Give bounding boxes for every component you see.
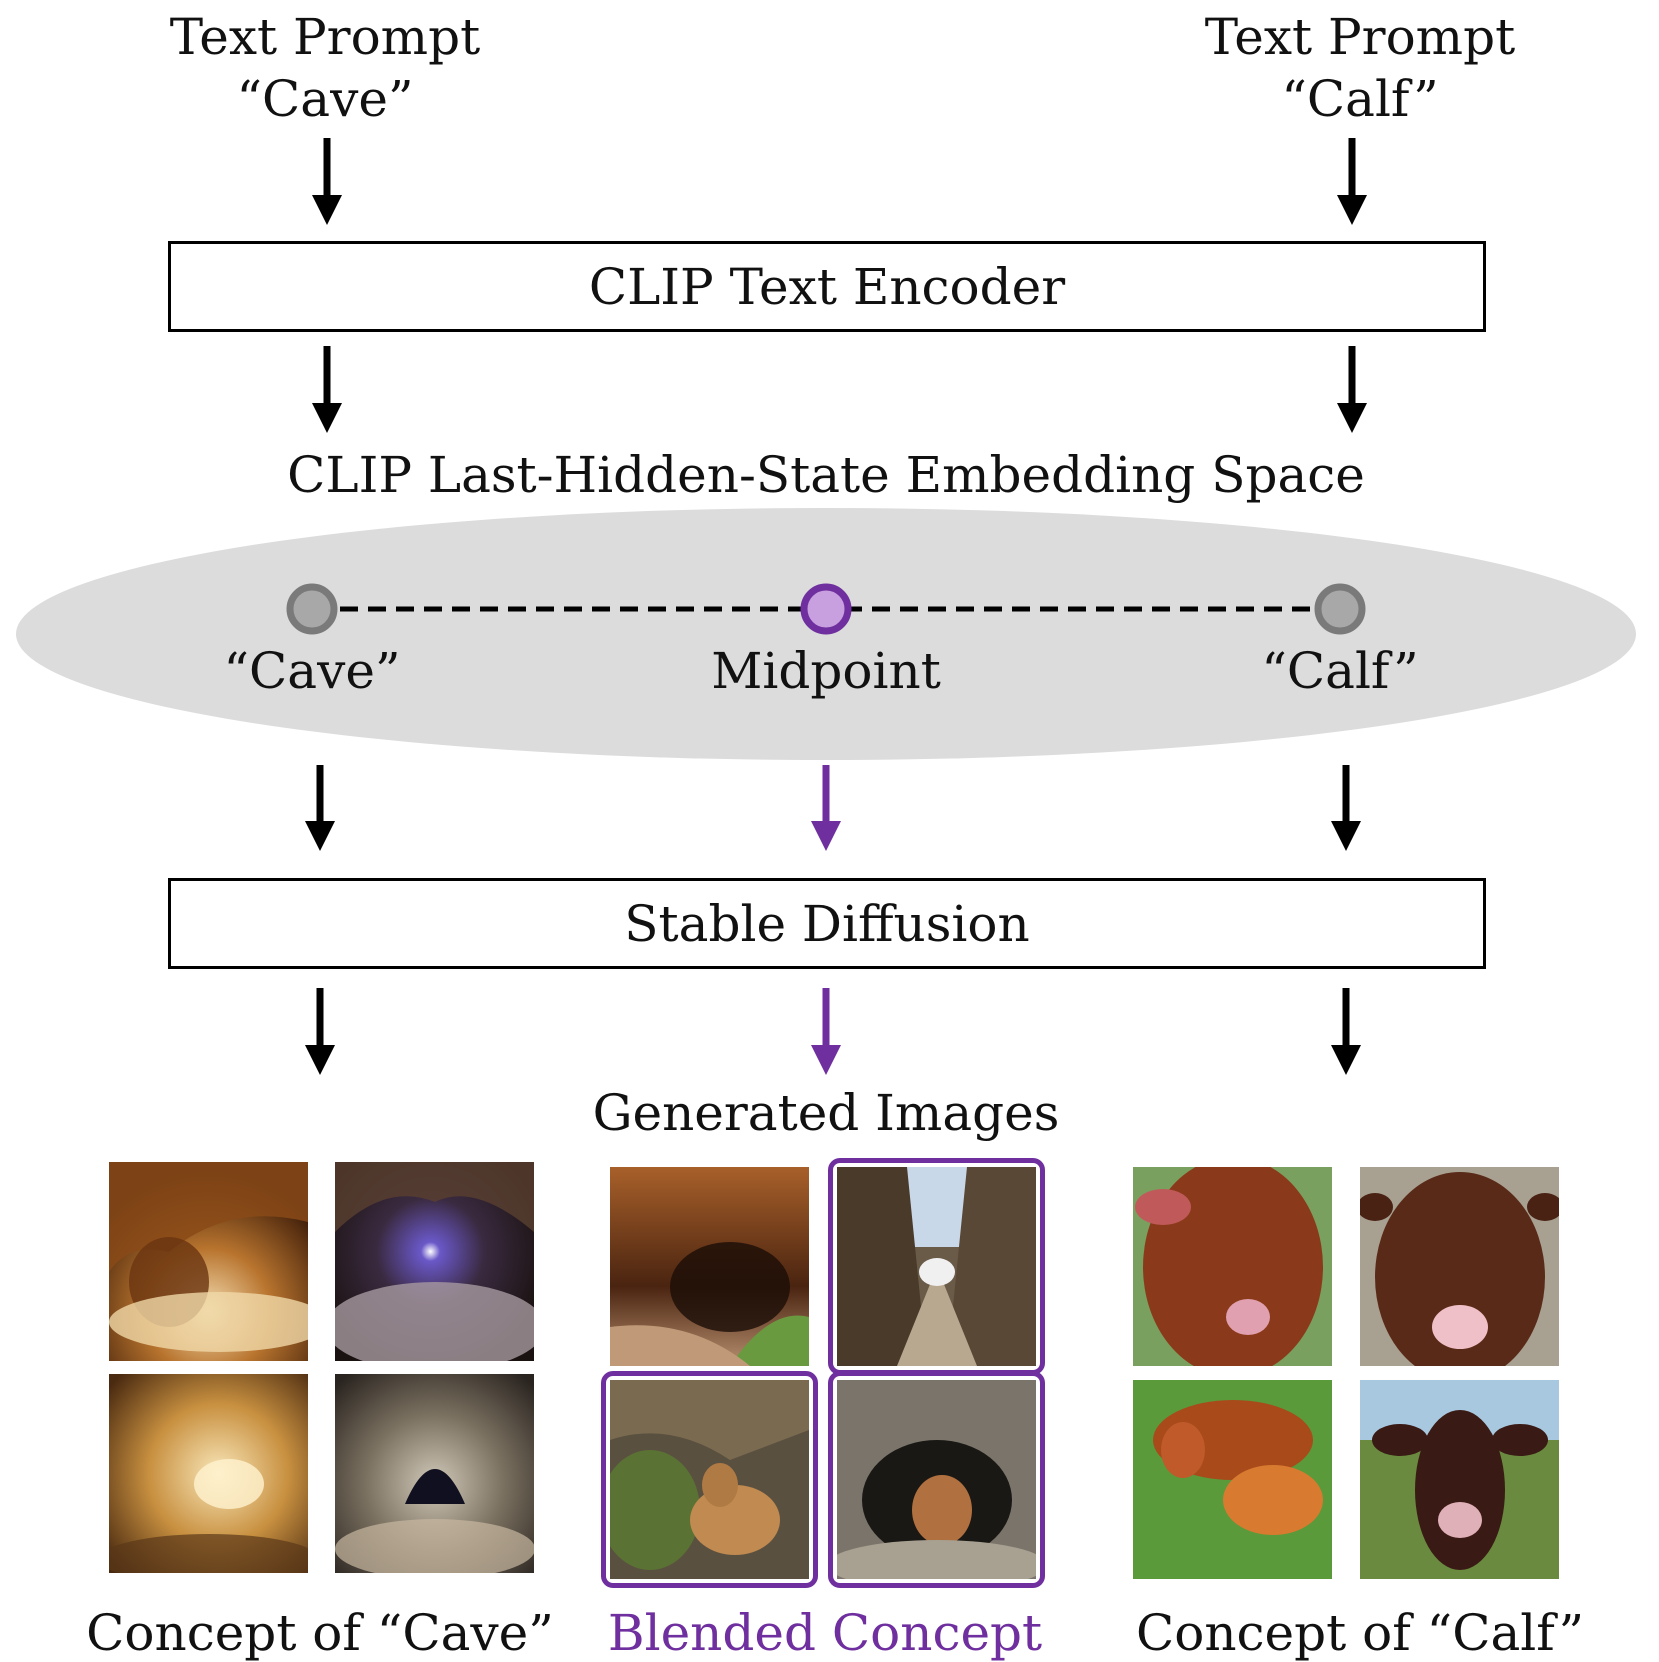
right-prompt-title: Text Prompt	[1204, 8, 1516, 66]
cave-point-label: “Cave”	[223, 642, 401, 700]
blended-image-2	[837, 1167, 1036, 1366]
blended-concept-caption: Blended Concept	[607, 1604, 1043, 1662]
cave-image-1	[109, 1162, 308, 1361]
cave-embedding-point	[286, 583, 338, 635]
blended-image-3	[610, 1380, 809, 1579]
calf-image-2	[1360, 1167, 1559, 1366]
blended-image-4	[837, 1380, 1036, 1579]
calf-image-4	[1360, 1380, 1559, 1579]
arrow-prompt-left	[312, 138, 342, 225]
arrow-diffusion-left	[305, 988, 335, 1075]
arrow-encoder-right	[1337, 346, 1367, 433]
calf-concept-caption: Concept of “Calf”	[1135, 1604, 1585, 1662]
clip-text-encoder-box: CLIP Text Encoder	[168, 241, 1486, 332]
midpoint-embedding-point	[800, 583, 852, 635]
arrow-embedding-mid	[811, 765, 841, 851]
highlight-frame-4	[828, 1371, 1045, 1588]
stable-diffusion-label: Stable Diffusion	[624, 894, 1030, 953]
cave-image-2	[335, 1162, 534, 1361]
midpoint-label: Midpoint	[711, 642, 941, 700]
highlight-frame-3	[601, 1371, 818, 1588]
left-prompt-value: “Cave”	[236, 70, 414, 128]
arrow-diffusion-mid	[811, 988, 841, 1075]
clip-text-encoder-label: CLIP Text Encoder	[588, 257, 1066, 316]
arrow-embedding-right	[1331, 765, 1361, 851]
calf-point-label: “Calf”	[1261, 642, 1419, 700]
left-prompt-title: Text Prompt	[169, 8, 481, 66]
right-prompt-value: “Calf”	[1281, 70, 1439, 128]
generated-images-label: Generated Images	[592, 1084, 1060, 1142]
cave-concept-caption: Concept of “Cave”	[86, 1604, 554, 1662]
cave-image-4	[335, 1374, 534, 1573]
arrow-embedding-left	[305, 765, 335, 851]
calf-image-1	[1133, 1167, 1332, 1366]
stable-diffusion-box: Stable Diffusion	[168, 878, 1486, 969]
arrow-encoder-left	[312, 346, 342, 433]
arrow-prompt-right	[1337, 138, 1367, 225]
embedding-space-label: CLIP Last-Hidden-State Embedding Space	[287, 446, 1365, 504]
cave-image-3	[109, 1374, 308, 1573]
highlight-frame-2	[828, 1158, 1045, 1375]
blended-image-1	[610, 1167, 809, 1366]
arrow-diffusion-right	[1331, 988, 1361, 1075]
calf-embedding-point	[1314, 583, 1366, 635]
calf-image-3	[1133, 1380, 1332, 1579]
